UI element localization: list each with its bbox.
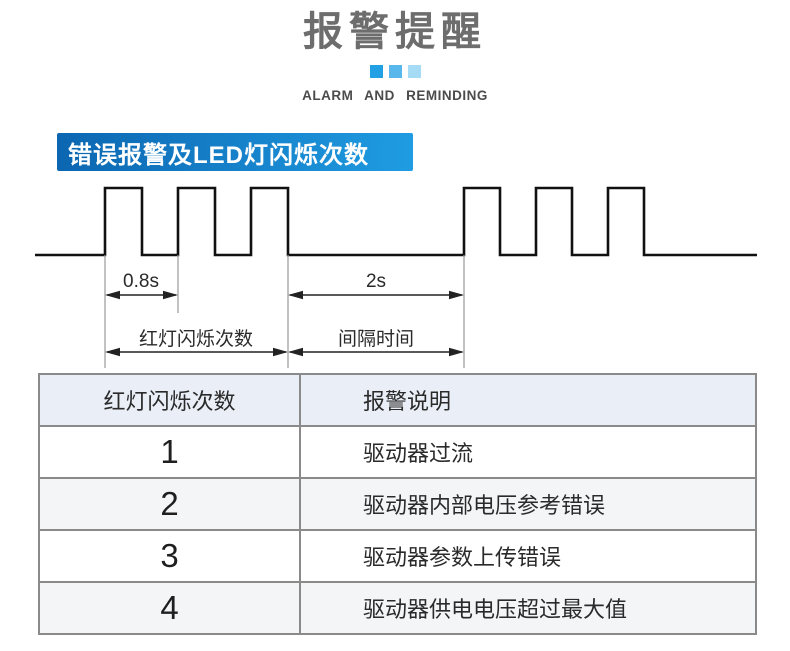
blue-square-icon [388, 65, 402, 78]
dimension-pulse-period: 0.8s [105, 271, 178, 300]
square-wave-line [35, 186, 757, 257]
alarm-description: 驱动器供电电压超过最大值 [363, 597, 628, 622]
alarm-table: 红灯闪烁次数 报警说明 1 驱动器过流 2 驱动器内部电压参考错误 3 驱动器参… [38, 373, 757, 635]
arrowhead-left-icon [288, 347, 303, 357]
table-row: 1 驱动器过流 [40, 425, 755, 477]
table-header-row: 红灯闪烁次数 报警说明 [40, 375, 755, 425]
title-decoration-squares [0, 65, 790, 78]
flash-count-label: 红灯闪烁次数 [139, 328, 253, 350]
blue-square-icon [369, 65, 383, 78]
flash-count-value: 1 [40, 427, 301, 477]
alarm-description: 驱动器参数上传错误 [363, 545, 562, 570]
alarm-description: 驱动器过流 [363, 441, 474, 466]
section-banner-label: 错误报警及LED灯闪烁次数 [68, 141, 369, 169]
page-header: 报警提醒 ALARM AND REMINDING [0, 0, 790, 103]
table-row: 3 驱动器参数上传错误 [40, 529, 755, 581]
flash-count-value: 3 [40, 531, 301, 581]
alarm-description: 驱动器内部电压参考错误 [363, 493, 606, 518]
arrowhead-right-icon [163, 290, 178, 300]
flash-count-value: 2 [40, 479, 301, 529]
page-title: 报警提醒 [303, 10, 487, 54]
arrowhead-right-icon [449, 347, 464, 357]
arrowhead-right-icon [273, 347, 288, 357]
timing-waveform-svg: 0.8s 2s 红灯闪烁次数 间隔时间 [35, 186, 757, 368]
table-row: 4 驱动器供电电压超过最大值 [40, 581, 755, 633]
timing-diagram: 0.8s 2s 红灯闪烁次数 间隔时间 [0, 175, 790, 375]
arrowhead-left-icon [105, 347, 120, 357]
table-header-description: 报警说明 [363, 389, 452, 414]
interval-time-label: 间隔时间 [338, 328, 414, 350]
page-subtitle: ALARM AND REMINDING [302, 88, 488, 103]
dimension-flash-count: 红灯闪烁次数 [105, 328, 288, 357]
section-banner: 错误报警及LED灯闪烁次数 [57, 133, 413, 171]
arrowhead-left-icon [288, 290, 303, 300]
blue-square-icon [407, 65, 421, 78]
arrowhead-right-icon [449, 290, 464, 300]
table-row: 2 驱动器内部电压参考错误 [40, 477, 755, 529]
table-header-flash-count: 红灯闪烁次数 [40, 375, 301, 425]
arrowhead-left-icon [105, 290, 120, 300]
dimension-interval-time: 间隔时间 [288, 328, 464, 357]
interval-label: 2s [366, 271, 386, 292]
dimension-interval: 2s [288, 271, 464, 300]
extension-lines [104, 255, 465, 368]
flash-count-value: 4 [40, 583, 301, 633]
pulse-period-label: 0.8s [123, 271, 159, 292]
